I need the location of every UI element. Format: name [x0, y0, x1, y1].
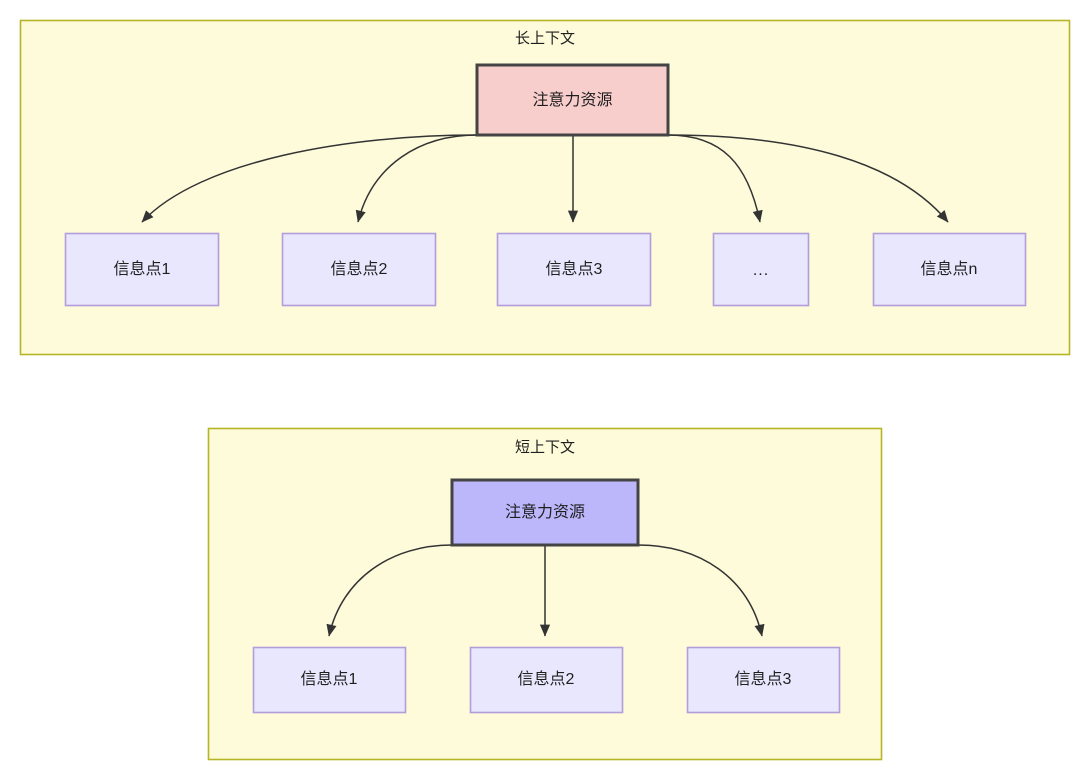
node-leaf-long-1-box[interactable] — [64, 232, 220, 307]
node-leaf-long-n-box[interactable] — [872, 232, 1027, 307]
panel-short-context: 短上下文 注意力资源 信息点1 信息点2 — [207, 427, 883, 761]
node-leaf-long-ellipsis-box[interactable] — [712, 232, 810, 307]
edge-root-to-xinxidiann — [667, 134, 949, 223]
node-leaf-short-1[interactable]: 信息点1 — [252, 646, 407, 714]
node-root-short-context[interactable]: 注意力资源 — [450, 478, 640, 547]
node-leaf-long-2-box[interactable] — [281, 232, 437, 307]
edge-root-to-xinxidian1-short — [326, 544, 453, 637]
node-root-short-context-box[interactable] — [450, 478, 640, 547]
node-leaf-short-2-box[interactable] — [469, 646, 624, 714]
node-leaf-long-n[interactable]: 信息点n — [872, 232, 1027, 307]
node-leaf-short-1-box[interactable] — [252, 646, 407, 714]
node-leaf-long-3[interactable]: 信息点3 — [496, 232, 652, 307]
edge-group-long-context — [141, 134, 949, 223]
edge-root-to-xinxidian2 — [355, 134, 478, 223]
node-leaf-long-ellipsis[interactable]: ... — [712, 232, 810, 307]
node-root-long-context-box[interactable] — [475, 63, 670, 137]
node-leaf-long-3-box[interactable] — [496, 232, 652, 307]
edge-root-to-ellipsis — [667, 134, 763, 223]
node-leaf-short-3[interactable]: 信息点3 — [686, 646, 841, 714]
node-leaf-short-3-box[interactable] — [686, 646, 841, 714]
node-root-long-context[interactable]: 注意力资源 — [475, 63, 670, 137]
edge-root-to-xinxidian1 — [141, 134, 478, 223]
node-leaf-short-2[interactable]: 信息点2 — [469, 646, 624, 714]
edge-root-to-xinxidian3-short — [637, 544, 765, 637]
edge-group-short-context — [326, 544, 765, 637]
panel-long-context: 长上下文 注意力资源 信息点1 信息点2 — [19, 19, 1071, 356]
node-leaf-long-2[interactable]: 信息点2 — [281, 232, 437, 307]
node-leaf-long-1[interactable]: 信息点1 — [64, 232, 220, 307]
